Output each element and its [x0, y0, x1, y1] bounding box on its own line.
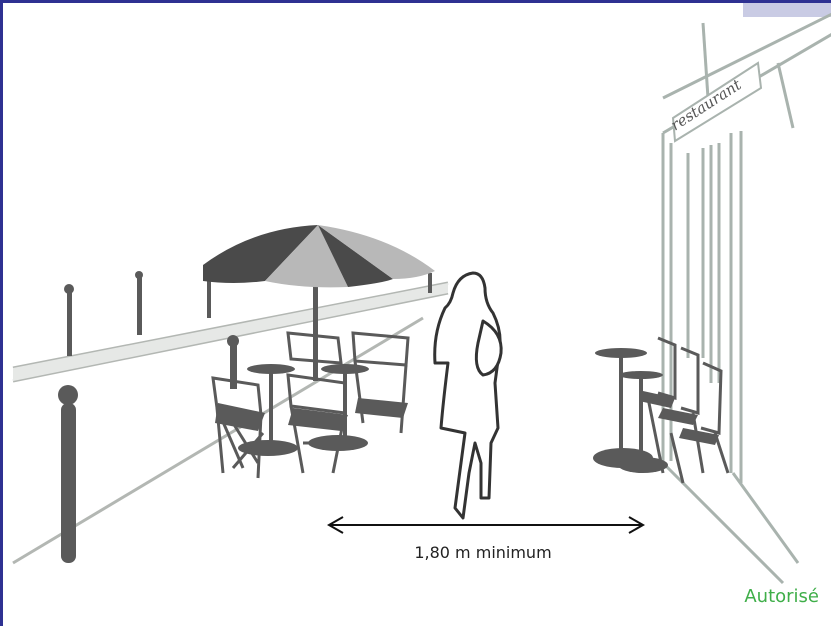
parasol-rib-right	[428, 273, 432, 293]
status-label: Autorisé	[744, 586, 819, 607]
bollard-2-top	[135, 271, 143, 279]
bollard-3-top	[227, 335, 239, 347]
terrace-scene: restaurant	[3, 3, 831, 626]
terrace-right-furniture	[593, 338, 728, 483]
parasol-pole	[313, 271, 318, 381]
terrace-left-furniture	[213, 333, 408, 478]
bollard-4-top	[58, 385, 78, 405]
width-measurement-arrow	[329, 517, 643, 533]
corner-decoration	[743, 3, 831, 17]
measurement-label: 1,80 m minimum	[333, 543, 633, 562]
pedestrian-figure	[435, 273, 501, 518]
bollard-1	[67, 288, 72, 356]
bollard-1-top	[64, 284, 74, 294]
bollard-2	[137, 275, 142, 335]
restaurant-facade	[663, 13, 831, 583]
bollard-4	[61, 403, 76, 563]
parasol-rib-left	[207, 278, 211, 318]
